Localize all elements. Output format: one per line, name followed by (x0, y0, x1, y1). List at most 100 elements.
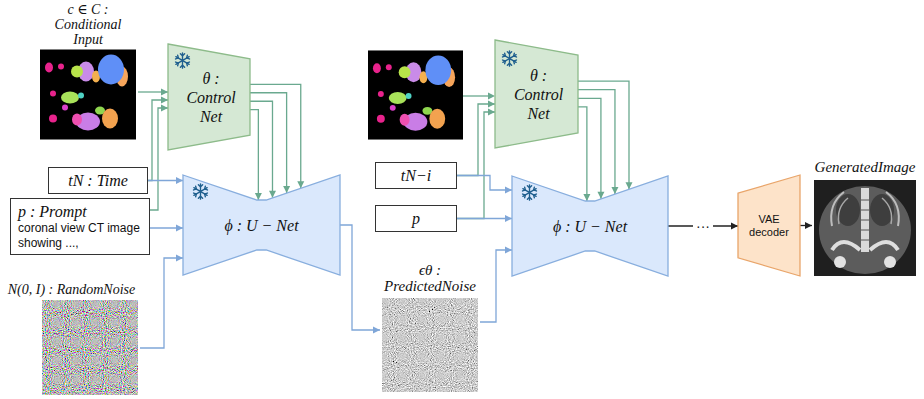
connector-line (480, 250, 512, 322)
arrow-head (373, 327, 380, 334)
arrow-head (488, 101, 495, 108)
text-holder: θ : Control Net (505, 66, 569, 123)
connector (457, 109, 495, 219)
connector (480, 247, 512, 323)
noise-output: ϵθ : PredictedNoise (380, 262, 480, 393)
arrow-head (505, 215, 512, 222)
node-label: θ : Control Net (181, 69, 241, 126)
arrow-head (161, 97, 168, 104)
block-shape (738, 175, 800, 276)
ct-spine (861, 188, 869, 252)
arrow-head (805, 222, 812, 229)
node-label: p (383, 209, 449, 228)
input-line (463, 95, 488, 96)
arrow-head (488, 93, 495, 100)
node-label: GeneratedImage (812, 158, 918, 176)
node-label: p : Prompt (18, 202, 142, 221)
arrow-head (505, 247, 512, 254)
connector-line (457, 112, 495, 219)
ct-organ (870, 194, 894, 226)
ct-pelvis (832, 242, 860, 250)
node-label: ϕ : U − Net (553, 217, 627, 236)
arrow-head (161, 89, 168, 96)
ct-vertebrae (861, 200, 869, 240)
input-image: c ∈ C : Conditional Input (38, 2, 138, 140)
connector (140, 255, 183, 349)
ct-organ (836, 194, 860, 226)
node-label: c ∈ C : Conditional Input (38, 2, 138, 47)
connector-line (457, 176, 512, 191)
arrow-head (583, 194, 590, 201)
ct-rib (886, 192, 899, 226)
node-label: tN−i (383, 166, 449, 185)
arrow-head (161, 105, 168, 112)
node-label: N(0, I) : RandomNoise (3, 282, 140, 298)
connector-line (340, 225, 380, 330)
controlnet-block: θ : Control Net (168, 44, 250, 150)
ct-rib (882, 198, 892, 224)
prompt-box: p : Promptcoronal view CT image showing … (10, 198, 150, 255)
noise-image (42, 300, 138, 395)
frozen-icon (523, 185, 537, 200)
block-shape (495, 40, 578, 148)
arrow-head (176, 255, 183, 262)
frozen-icon (503, 51, 517, 66)
node-label: tN : Time (56, 171, 140, 190)
node-label: VAE decoder (742, 213, 796, 239)
edge-label: ··· (693, 218, 713, 234)
ct-body (819, 186, 911, 274)
decoder-block: VAE decoder (738, 175, 800, 276)
connector (457, 215, 512, 222)
connector (150, 225, 183, 232)
ct-rib (831, 192, 844, 226)
block-shape (512, 176, 668, 276)
noise-input: N(0, I) : RandomNoise (3, 282, 140, 396)
connector-line (140, 258, 183, 348)
noise-image (382, 298, 478, 392)
ct-image (814, 180, 916, 276)
connector-line (457, 104, 495, 176)
connector (800, 222, 812, 229)
frozen-icon (194, 184, 208, 199)
arrow-head (255, 193, 262, 200)
ct-femur (884, 256, 896, 268)
ct-femur (834, 256, 846, 268)
input-box: p (375, 205, 457, 232)
connector-line (578, 81, 629, 189)
connector (150, 105, 168, 211)
input-box: tN−i (375, 162, 457, 189)
node-label: ϕ : U − Net (224, 216, 298, 235)
arrow-head (176, 225, 183, 232)
text-holder: ϕ : U − Net (553, 217, 627, 236)
output-image: GeneratedImage (812, 158, 918, 277)
connector-line (250, 93, 287, 193)
segmentation-image (368, 50, 463, 139)
connector-line (150, 108, 168, 210)
connector-line (457, 218, 512, 219)
node-label: ϵθ : PredictedNoise (380, 262, 480, 294)
block-shape (168, 44, 250, 150)
connector-line (578, 90, 615, 194)
connector-line (250, 110, 258, 200)
ct-rib (838, 198, 848, 224)
arrow-head (176, 177, 183, 184)
frozen-icon (176, 53, 190, 68)
input-box: tN : Time (48, 167, 148, 194)
connector (250, 84, 304, 200)
connector (148, 177, 183, 184)
ct-ground (814, 180, 916, 276)
connector-line (250, 101, 272, 198)
connector (578, 81, 633, 201)
connector (340, 225, 380, 334)
text-holder: ϕ : U − Net (224, 216, 298, 235)
ct-pelvis (870, 242, 898, 250)
unet-block: ϕ : U − Net (512, 176, 668, 276)
arrow-head (505, 187, 512, 194)
connector-line (578, 107, 587, 201)
segmentation-image (40, 50, 136, 140)
connector (457, 101, 495, 176)
node-body: coronal view CT image showing ..., (18, 221, 142, 251)
connector-line (250, 84, 301, 188)
